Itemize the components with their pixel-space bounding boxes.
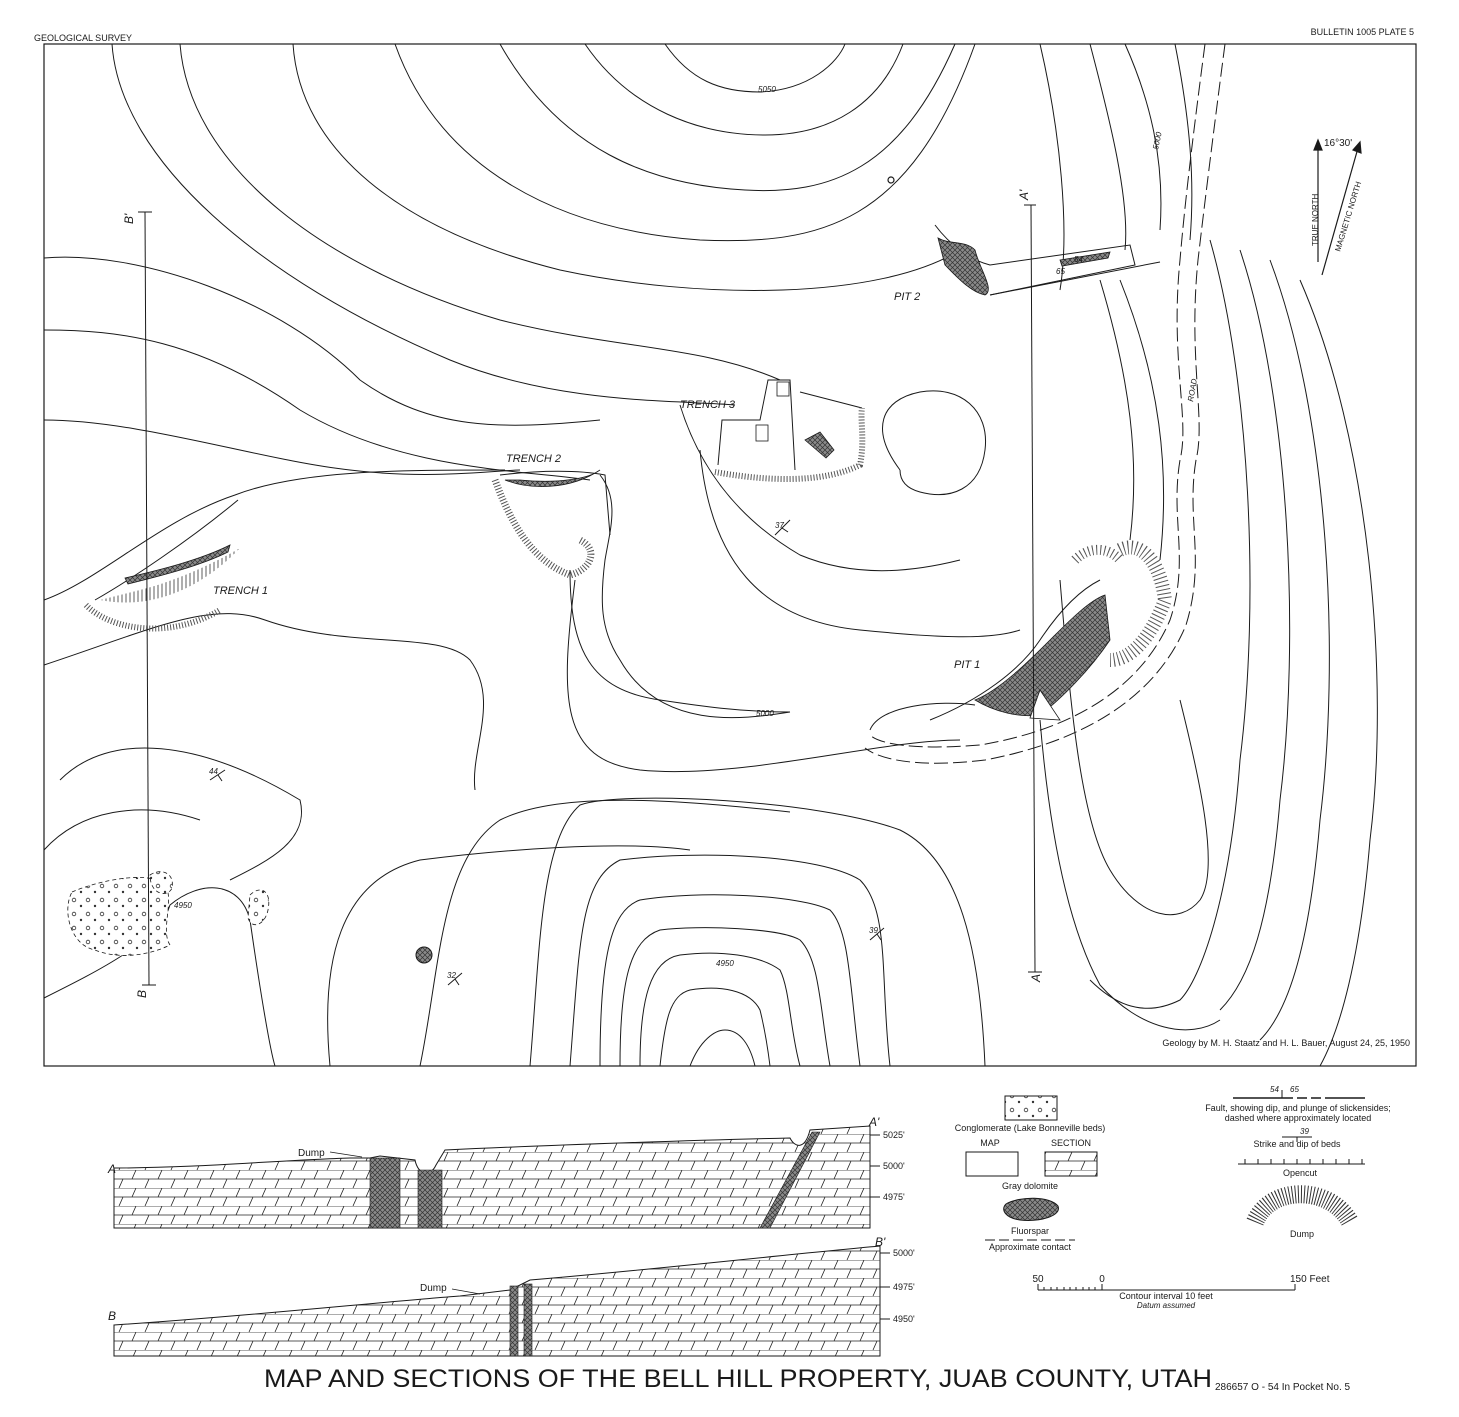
section-a-left-label: A [107,1162,116,1176]
contour-interval-label: Contour interval 10 feet [1119,1291,1213,1301]
agency-label: GEOLOGICAL SURVEY [34,33,132,43]
contour-lines [43,43,1378,1067]
trench-1 [83,499,240,632]
legend-section-dolomite-swatch [1044,1151,1098,1177]
pit-1 [869,540,1173,731]
legend-contact-label: Approximate contact [989,1242,1072,1252]
trench-2-label: TRENCH 2 [506,453,561,465]
strike-dip-symbols [209,519,885,986]
legend-fluorspar-label: Fluorspar [1011,1226,1049,1236]
legend: Conglomerate (Lake Bonneville beds) MAP … [955,1085,1391,1252]
map-frame [43,43,1417,1067]
pit-2 [934,224,1161,296]
legend-fault-plunge: 65 [1290,1085,1299,1094]
legend-fault-label-1: Fault, showing dip, and plunge of slicke… [1205,1103,1391,1113]
shaft-symbol [415,946,433,964]
legend-strike-value: 39 [1300,1127,1309,1136]
scale-left-label: 50 [1032,1274,1044,1285]
section-b-elev-3: 4950' [893,1314,915,1324]
road-label: ROAD [1186,378,1199,403]
trench-1-label: TRENCH 1 [213,585,268,597]
dip-label-65: 65 [1056,267,1065,276]
sheet-title: MAP AND SECTIONS OF THE BELL HILL PROPER… [264,1365,1212,1393]
contour-label-5000-top: 5000 [1151,131,1164,151]
contour-label-4950-bottom: 4950 [716,959,734,968]
contour-labels: 5050 5000 5000 4950 4950 [174,85,1164,968]
section-a-dump-label: Dump [298,1148,325,1159]
section-b-label: B [135,990,149,998]
section-b-right-label: B' [875,1235,886,1249]
dip-label-32: 32 [447,971,456,980]
geology-credit: Geology by M. H. Staatz and H. L. Bauer,… [1162,1038,1410,1048]
true-north-label: TRUE NORTH [1311,193,1320,246]
section-b-prime-label: B' [122,213,136,224]
section-b-elev-1: 5000' [893,1248,915,1258]
section-b-dump-label: Dump [420,1283,447,1294]
section-a-right-label: A' [868,1115,880,1129]
print-code: 286657 O - 54 In Pocket No. 5 [1215,1382,1351,1393]
legend-conglomerate-swatch [1004,1095,1058,1121]
section-b-b-prime [113,1245,890,1357]
trench-2 [491,469,611,579]
conglomerate-patches [67,871,270,956]
plate-label: BULLETIN 1005 PLATE 5 [1311,27,1414,37]
section-b-elev-2: 4975' [893,1282,915,1292]
small-pit-symbol [887,176,895,184]
legend-fault-dip: 54 [1270,1085,1279,1094]
scale-right-label: 150 Feet [1290,1274,1330,1285]
legend-opencut-label: Opencut [1283,1168,1318,1178]
pit-2-label: PIT 2 [894,291,920,303]
datum-label: Datum assumed [1137,1301,1196,1310]
legend-dump-swatch [1246,1185,1358,1227]
section-b-left-label: B [108,1309,116,1323]
dip-label-39: 39 [869,926,878,935]
legend-map-head: MAP [980,1138,1000,1148]
dip-label-44: 44 [209,767,218,776]
magnetic-north-label: MAGNETIC NORTH [1333,180,1363,252]
legend-map-dolomite-swatch [965,1151,1019,1177]
legend-strike-label: Strike and dip of beds [1253,1139,1341,1149]
legend-dump-label: Dump [1290,1229,1314,1239]
section-line-a [1024,204,1042,973]
road [864,43,1226,764]
section-a-elev-3: 4975' [883,1192,905,1202]
section-a-prime-label: A' [1017,189,1031,201]
declination-label: 16°30' [1324,138,1352,149]
trench-3-label: TRENCH 3 [680,399,736,411]
pit-1-label: PIT 1 [954,659,980,671]
legend-gray-dolomite-label: Gray dolomite [1002,1181,1058,1191]
dip-label-37: 37 [775,521,784,530]
legend-fault-label-2: dashed where approximately located [1225,1113,1372,1123]
section-a-a-prime [113,1125,880,1229]
section-a-label: A [1029,974,1043,983]
scale-zero-label: 0 [1099,1274,1105,1285]
contour-label-5000-mid: 5000 [756,709,774,718]
scale-bar [1037,1284,1296,1291]
north-arrow [1313,138,1362,276]
legend-fluorspar-swatch [1003,1197,1059,1221]
section-a-elev-2: 5000' [883,1161,905,1171]
trench-3 [714,379,866,482]
contour-label-5050: 5050 [758,85,776,94]
dip-label-54: 54 [1074,255,1083,264]
contour-label-4950-left: 4950 [174,901,192,910]
section-line-b [138,211,156,986]
section-a-elev-1: 5025' [883,1130,905,1140]
legend-conglomerate-label: Conglomerate (Lake Bonneville beds) [955,1123,1106,1133]
legend-section-head: SECTION [1051,1138,1091,1148]
